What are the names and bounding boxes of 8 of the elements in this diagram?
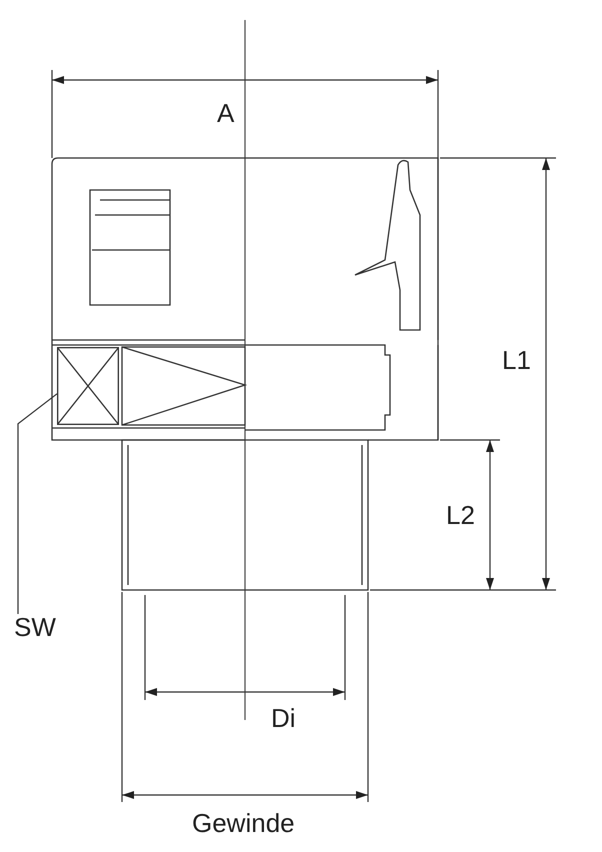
dimension-label: L2 bbox=[446, 502, 475, 528]
wrench-flat-drawing bbox=[57, 347, 119, 425]
dimension-label: Di bbox=[271, 705, 296, 731]
dimension-label: Gewinde bbox=[192, 810, 295, 836]
callout-label: SW bbox=[14, 614, 56, 640]
leader-line bbox=[17, 393, 58, 614]
dimension-label: L1 bbox=[502, 347, 531, 373]
dimension-label: A bbox=[217, 100, 234, 126]
